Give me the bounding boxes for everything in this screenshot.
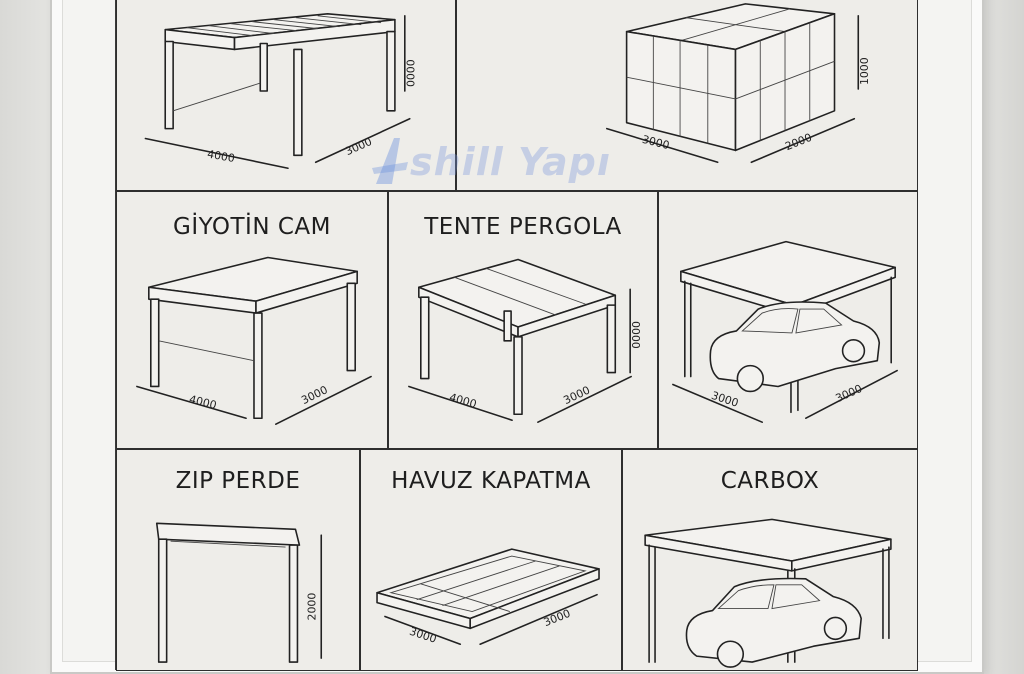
carbox-drawing <box>644 518 892 668</box>
panel-title: GİYOTİN CAM <box>173 214 331 240</box>
dim-width: 4000 <box>448 391 478 411</box>
dim-width: 3000 <box>641 133 671 152</box>
dim-width: 4000 <box>206 147 236 165</box>
pergola-slats-drawing: 4000 3000 0000 <box>144 12 418 170</box>
panel-carport: 3000 3000 <box>658 191 918 449</box>
dim-depth: 2000 <box>783 131 814 153</box>
dim-depth: 3000 <box>834 382 865 405</box>
dim-height: 2000 <box>305 593 318 621</box>
panel-title: ZIP PERDE <box>175 468 301 494</box>
panel-title: HAVUZ KAPATMA <box>391 468 591 494</box>
panel-havuz-kapatma: HAVUZ KAPATMA 3000 3000 <box>360 449 622 671</box>
dim-width: 4000 <box>188 393 218 412</box>
dim-width: 3000 <box>408 625 438 646</box>
dim-height: 0000 <box>405 59 418 87</box>
panel-zip-perde: ZIP PERDE 2000 <box>116 449 360 671</box>
drawing-sheet: 4000 3000 0000 3000 2000 1000 <box>115 0 918 671</box>
glass-room-drawing: 3000 2000 1000 <box>606 3 871 164</box>
dim-depth: 3000 <box>343 135 374 158</box>
panel-tente-pergola: TENTE PERGOLA 4000 3000 0000 <box>388 191 658 449</box>
tente-pergola-drawing: 4000 3000 0000 <box>408 258 643 423</box>
panel-giyotin-cam: GİYOTİN CAM 4000 3000 <box>116 191 388 449</box>
panel-glass-room: 3000 2000 1000 <box>456 0 918 191</box>
dim-height: 1000 <box>858 57 871 85</box>
carport-drawing: 3000 3000 <box>672 240 898 423</box>
panel-title: CARBOX <box>720 468 820 494</box>
panel-title: TENTE PERGOLA <box>424 214 622 240</box>
panel-carbox: CARBOX <box>622 449 918 671</box>
dim-depth: 3000 <box>299 383 330 407</box>
panel-pergola-slats: 4000 3000 0000 <box>116 0 456 191</box>
dim-depth: 3000 <box>542 607 573 629</box>
dim-height: 0000 <box>630 321 643 349</box>
zip-perde-drawing: 2000 <box>155 522 323 663</box>
giyotin-cam-drawing: 4000 3000 <box>136 256 372 425</box>
havuz-kapatma-drawing: 3000 3000 <box>376 548 600 646</box>
